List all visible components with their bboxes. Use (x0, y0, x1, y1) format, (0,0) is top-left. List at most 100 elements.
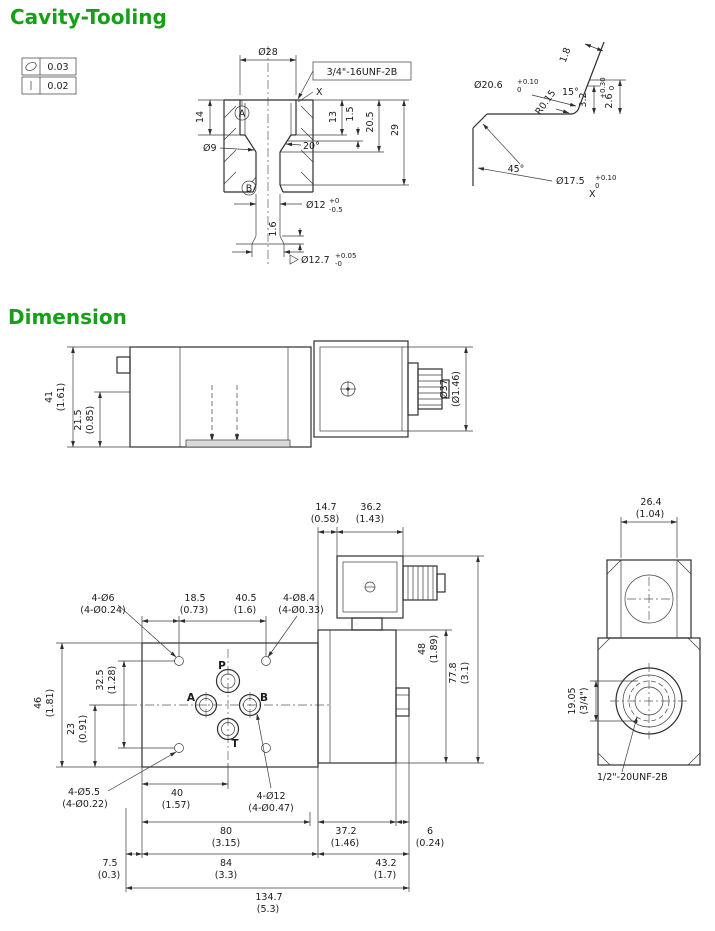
hole-top-left (174, 656, 184, 666)
callout-4-dia6: 4-Ø6 (4-Ø0.24) (80, 593, 177, 658)
dim-134-7-mm: 134.7 (255, 892, 282, 903)
dim-46-in: (1.81) (45, 689, 56, 718)
dim-dia12-7-tol-dn: -0 (335, 260, 342, 268)
detail-dia17-5-label: Ø17.5 (556, 176, 585, 187)
detail-angle15-label: 15° (562, 87, 579, 98)
port-face-circles (610, 663, 688, 739)
dim-84-in: (3.3) (215, 870, 238, 881)
dim-26-4: 26.4 (1.04) (620, 497, 678, 558)
cavity-outline (223, 99, 314, 193)
dim-32-5-in: (1.28) (107, 666, 118, 695)
dim-6: 6 (0.24) (395, 716, 445, 892)
detail-dia17-5-tol-dn: 0 (595, 182, 599, 190)
dim-46: 46 (1.81) (33, 642, 142, 768)
datum-a-circle (234, 105, 250, 121)
dim-19-05: 19.05 (3/4") (567, 680, 638, 722)
port-p-label: P (218, 660, 226, 672)
port-thread-label: 1/2"-20UNF-2B (597, 772, 668, 783)
dim-1-6: 1.6 (268, 221, 304, 252)
detail-dia17-5-tol-up: +0.10 (595, 174, 616, 182)
dim-40-in: (1.57) (162, 800, 191, 811)
cylindricity-icon (25, 62, 37, 71)
dim-dia37-mm: Ø37 (439, 379, 450, 399)
dim-14-label: 14 (195, 111, 206, 123)
tolerance-value-2: 0.02 (47, 81, 68, 92)
dim-18-5-mm: 18.5 (184, 593, 205, 604)
cavity-hatching (223, 105, 314, 185)
solenoid-front (317, 629, 410, 764)
callout-4-dia5-5-in: (4-Ø0.22) (62, 799, 108, 810)
cavity-detail-view: 1.8 Ø20.6 +0.10 0 15° 3.2 2.6 +0.30 0 R0… (472, 41, 626, 200)
dim-77-8-mm: 77.8 (448, 662, 459, 683)
dim-41-in: (1.61) (56, 383, 67, 412)
dim-40-mm: 40 (171, 788, 183, 799)
port-p-counterbore (215, 668, 241, 694)
callout-4-dia6-mm: 4-Ø6 (92, 593, 115, 604)
dim-14-7-mm: 14.7 (315, 502, 336, 513)
dim-dia28-label: Ø28 (258, 47, 278, 58)
detail-x-label: X (316, 87, 323, 98)
seal-plate (185, 439, 291, 448)
port-p-hole (220, 673, 236, 689)
detail-angle45-label: 45° (508, 164, 525, 175)
dim-84-mm: 84 (220, 858, 232, 869)
dim-7-5-mm: 7.5 (102, 858, 117, 869)
dim-23: 23 (0.91) (66, 704, 128, 768)
dim-43-2-mm: 43.2 (375, 858, 396, 869)
dim-40-bottom: 40 (1.57) (141, 763, 229, 811)
dim-36-2: 36.2 (1.43) (336, 502, 404, 556)
port-cluster: P A B T (187, 660, 268, 750)
angle20-callout: 20° (285, 141, 320, 152)
detail-dim-2-6-tol-up: +0.30 (599, 77, 607, 98)
port-t-counterbore (216, 717, 240, 741)
dimension-side-view: 26.4 (1.04) 19.05 (3/4") 1/2"-20UNF-2B (567, 497, 701, 783)
dim-32-5: 32.5 (1.28) (95, 660, 175, 749)
tolerance-box-1 (21, 57, 77, 76)
dim-77-8: 77.8 (3.1) (403, 555, 484, 764)
callout-4-dia8-4-mm: 4-Ø8.4 (283, 593, 315, 604)
dim-6-in: (0.24) (416, 838, 445, 849)
dim-1-6-label: 1.6 (268, 221, 279, 236)
cavity-section-view: Ø28 3/4"-16UNF-2B X 14 13 1.5 (195, 46, 412, 268)
port-thread-callout: 1/2"-20UNF-2B (597, 716, 668, 783)
port-b-label: B (260, 692, 268, 704)
hole-bottom-right (261, 743, 271, 753)
dim-dia28: Ø28 (239, 47, 297, 95)
detail-dia20-6-tol-up: +0.10 (517, 78, 538, 86)
dim-23-mm: 23 (66, 723, 77, 735)
detail-dia20-6-label: Ø20.6 (474, 80, 503, 91)
dim-13: 13 (296, 99, 409, 136)
dim-80-mm: 80 (220, 826, 232, 837)
angle20-label: 20° (303, 141, 320, 152)
dim-134-7: 134.7 (5.3) (125, 886, 410, 915)
dim-41-mm: 41 (44, 391, 55, 403)
tolerance-value-1: 0.03 (47, 62, 68, 73)
dim-13-label: 13 (328, 111, 339, 123)
hex-bore-circle (624, 574, 674, 624)
hex-head (606, 559, 692, 639)
dim-14: 14 (195, 99, 240, 136)
dim-40-5-in: (1.6) (234, 605, 257, 616)
callout-4-dia8-4: 4-Ø8.4 (4-Ø0.33) (267, 593, 324, 658)
detail-outline (472, 41, 605, 186)
port-t-label: T (231, 738, 239, 750)
dimension-front-view: P A B T (33, 502, 484, 915)
dim-37-2-mm: 37.2 (335, 826, 356, 837)
datum-a-label: A (239, 109, 246, 120)
dim-7-5-in: (0.3) (98, 870, 121, 881)
dim-29: 29 (280, 99, 409, 186)
datum-b: B (241, 176, 257, 196)
detail-dim-dia17-5: Ø17.5 +0.10 0 (477, 167, 616, 190)
detail-x-mark: X (297, 87, 323, 103)
dim-32-5-mm: 32.5 (95, 669, 106, 690)
dim-36-2-mm: 36.2 (360, 502, 381, 513)
detail-dim-dia20-6: Ø20.6 +0.10 0 (474, 78, 577, 107)
dim-26-4-mm: 26.4 (640, 497, 661, 508)
din-connector-front (336, 555, 446, 631)
connector-neck (351, 617, 383, 631)
cable-gland-tip (436, 573, 446, 593)
dim-19-05-mm: 19.05 (567, 687, 578, 714)
dim-dia37-in: (Ø1.46) (451, 371, 462, 407)
